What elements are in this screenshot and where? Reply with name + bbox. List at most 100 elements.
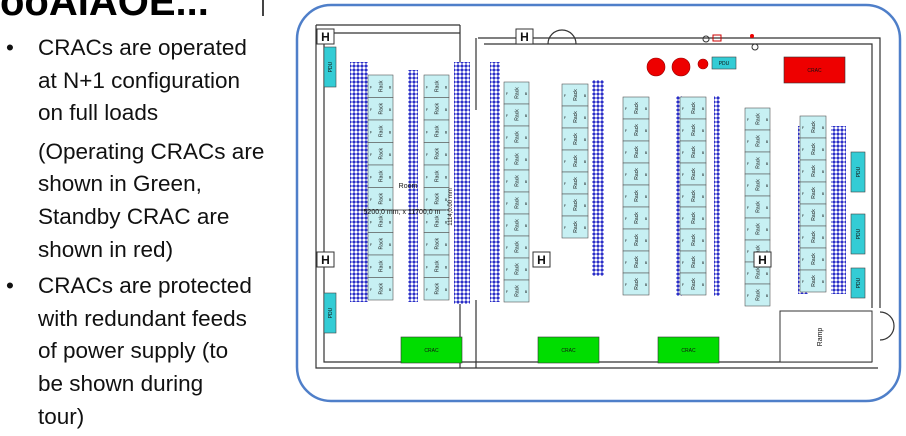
rack-front-label: F	[625, 151, 627, 155]
bullet-2-line-3: of power supply (to	[38, 338, 229, 364]
crac-operating-3: CRAC	[657, 336, 720, 364]
rack-back-label: B	[445, 288, 448, 292]
rack-label: Rack	[634, 278, 640, 290]
rack-front-label: F	[370, 288, 372, 292]
room-dimension-label: 5200,0 mm, x 11700,0 m	[364, 209, 441, 216]
rack-label: Rack	[573, 111, 579, 123]
rack-label: Rack	[691, 234, 697, 246]
rack-back-label: B	[584, 182, 587, 186]
room-height-label: 1114,0.00 mm	[448, 188, 454, 225]
rack-front-label: F	[747, 184, 749, 188]
bullet-item-1: • CRACs are operated at N+1 configuratio…	[6, 32, 296, 130]
rack-back-label: B	[445, 85, 448, 89]
rack-label: Rack	[379, 283, 385, 295]
rack-front-label: F	[506, 158, 508, 162]
rack-body	[622, 272, 650, 296]
rack-front-label: F	[802, 280, 804, 284]
rack-label: Rack	[811, 275, 817, 287]
rack-front-label: F	[426, 220, 428, 224]
rack-label: Rack	[435, 148, 441, 160]
rack-label: Rack	[756, 289, 762, 301]
rack-back-label: B	[525, 158, 528, 162]
rack-front-label: F	[625, 261, 627, 265]
rack-label: Rack	[756, 179, 762, 191]
rack-label: Rack	[811, 187, 817, 199]
slide-title-fragment: ooAIAOE...	[0, 0, 209, 24]
rack-label: Rack	[515, 219, 521, 231]
crac-label: CRAC	[807, 68, 822, 74]
rack-front-label: F	[370, 220, 372, 224]
rack-back-label: B	[702, 283, 705, 287]
rack-label: Rack	[379, 148, 385, 160]
rack-front-label: F	[426, 198, 428, 202]
pdu-body	[850, 267, 866, 299]
rack-front-label: F	[682, 239, 684, 243]
rack-back-label: B	[445, 130, 448, 134]
rack-front-label: F	[747, 162, 749, 166]
bullet-2-line-1: CRACs are protected	[38, 273, 252, 299]
crac-operating-1: CRAC	[400, 336, 463, 364]
rack-back-label: B	[445, 175, 448, 179]
rack-back-label: B	[525, 246, 528, 250]
rack-label: Rack	[691, 212, 697, 224]
rack-back-label: B	[389, 288, 392, 292]
pdu-label: PDU	[856, 228, 862, 239]
rack-back-label: B	[445, 243, 448, 247]
rack-front-label: F	[802, 126, 804, 130]
rack-label: Rack	[691, 102, 697, 114]
rack-front-label: F	[370, 243, 372, 247]
pdu-label: PDU	[328, 307, 334, 318]
sub-line-4: shown in red)	[38, 236, 174, 262]
rack-back-label: B	[389, 175, 392, 179]
rack-back-label: B	[645, 283, 648, 287]
rack-front-label: F	[370, 85, 372, 89]
crac-label: CRAC	[561, 348, 576, 354]
rack-label: Rack	[756, 135, 762, 147]
rack-front-label: F	[426, 85, 428, 89]
rack-front-label: F	[426, 175, 428, 179]
pillar-box	[753, 251, 772, 268]
pdu-right-2: PDU	[850, 213, 866, 255]
rack-back-label: B	[766, 162, 769, 166]
pillar-left: H	[316, 251, 335, 268]
small-fixture-circle	[702, 35, 710, 43]
rack-label: Rack	[379, 260, 385, 272]
rack-front-label: F	[747, 272, 749, 276]
rack-label: Rack	[634, 124, 640, 136]
pillar-box	[515, 28, 534, 45]
pillar-symbol: H	[520, 30, 529, 44]
bullet-dot: •	[6, 273, 14, 299]
red-unit-circle	[671, 57, 691, 77]
small-fixture-circle	[751, 43, 759, 51]
ramp-double-door	[879, 311, 895, 341]
rack-label: Rack	[435, 238, 441, 250]
rack-back-label: B	[584, 138, 587, 142]
bullet-1-line-2: at N+1 configuration	[38, 67, 241, 93]
rack-label: Rack	[573, 199, 579, 211]
pillar-symbol: H	[321, 253, 330, 267]
rack-label: Rack	[756, 267, 762, 279]
rack-front-label: F	[625, 173, 627, 177]
perforated-tile-strip	[454, 62, 470, 304]
rack-front-label: F	[506, 246, 508, 250]
